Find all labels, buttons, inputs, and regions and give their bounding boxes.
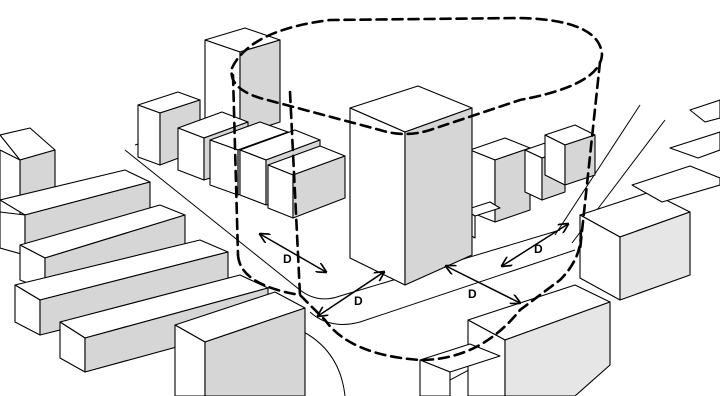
dimension-label-3: D <box>468 287 477 301</box>
dimension-arrow-3 <box>446 266 520 303</box>
block-buildings-right <box>465 125 595 238</box>
dimension-arrow-2 <box>318 272 384 316</box>
main-tower <box>350 86 472 285</box>
dimension-label-1: D <box>283 252 292 266</box>
dimension-label-4: D <box>534 242 543 256</box>
dimension-label-2: D <box>354 294 363 308</box>
